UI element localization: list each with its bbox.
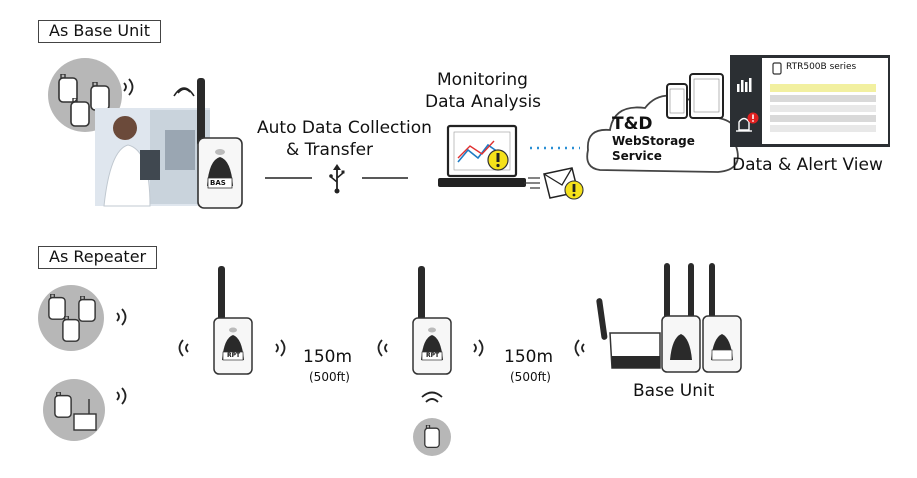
base-device-label: BAS <box>210 179 226 187</box>
downward-signal-icon <box>421 391 443 403</box>
monitoring-label-line1: Monitoring <box>437 70 528 90</box>
wireless-signal-icon <box>574 339 585 357</box>
wireless-signal-icon <box>473 339 484 357</box>
wireless-signal-icon <box>123 78 134 96</box>
monitoring-label-line2: Data Analysis <box>425 92 542 112</box>
base-station-device <box>173 78 243 209</box>
lab-photo <box>95 108 210 207</box>
wireless-signal-icon <box>116 387 127 405</box>
alert-siren-icon <box>736 112 759 132</box>
wireless-signal-icon <box>116 308 127 326</box>
distance-1: 150m <box>303 347 353 367</box>
wireless-logger-with-sensor <box>43 379 105 441</box>
warning-icon <box>487 149 509 171</box>
repeater-2-label: RPT <box>426 352 440 359</box>
collection-label-line1: Auto Data Collection <box>257 118 432 138</box>
panel-title: RTR500B series <box>786 62 857 72</box>
section-label-repeater: As Repeater <box>38 246 158 269</box>
tablet-icon <box>689 73 724 119</box>
distance-2: 150m <box>504 347 554 367</box>
cloud-subtitle-line2: Service <box>612 149 662 163</box>
repeater-device-2 <box>412 266 452 375</box>
wireless-logger-single <box>413 418 451 456</box>
distance-1-sub: (500ft) <box>309 370 350 384</box>
email-alert-icon <box>524 167 584 200</box>
wireless-signal-icon <box>377 339 388 357</box>
laptop-icon <box>438 124 526 187</box>
wireless-loggers-group-2 <box>38 285 104 351</box>
wireless-signal-icon <box>275 339 286 357</box>
collection-label-line2: & Transfer <box>286 140 374 160</box>
data-alert-view-label: Data & Alert View <box>732 155 883 175</box>
repeater-device-1 <box>213 266 253 375</box>
base-unit-label: Base Unit <box>633 381 715 401</box>
cloud-title: T&D <box>612 114 653 134</box>
base-unit-cluster <box>596 263 742 373</box>
cloud-subtitle-line1: WebStorage <box>612 134 695 148</box>
chart-icon <box>737 78 752 92</box>
phone-icon <box>666 83 688 119</box>
section-label-base-unit: As Base Unit <box>38 20 161 43</box>
distance-2-sub: (500ft) <box>510 370 551 384</box>
usb-icon <box>329 164 345 194</box>
data-view-panel <box>730 55 890 147</box>
wireless-signal-icon <box>178 339 189 357</box>
repeater-1-label: RPT <box>227 352 241 359</box>
